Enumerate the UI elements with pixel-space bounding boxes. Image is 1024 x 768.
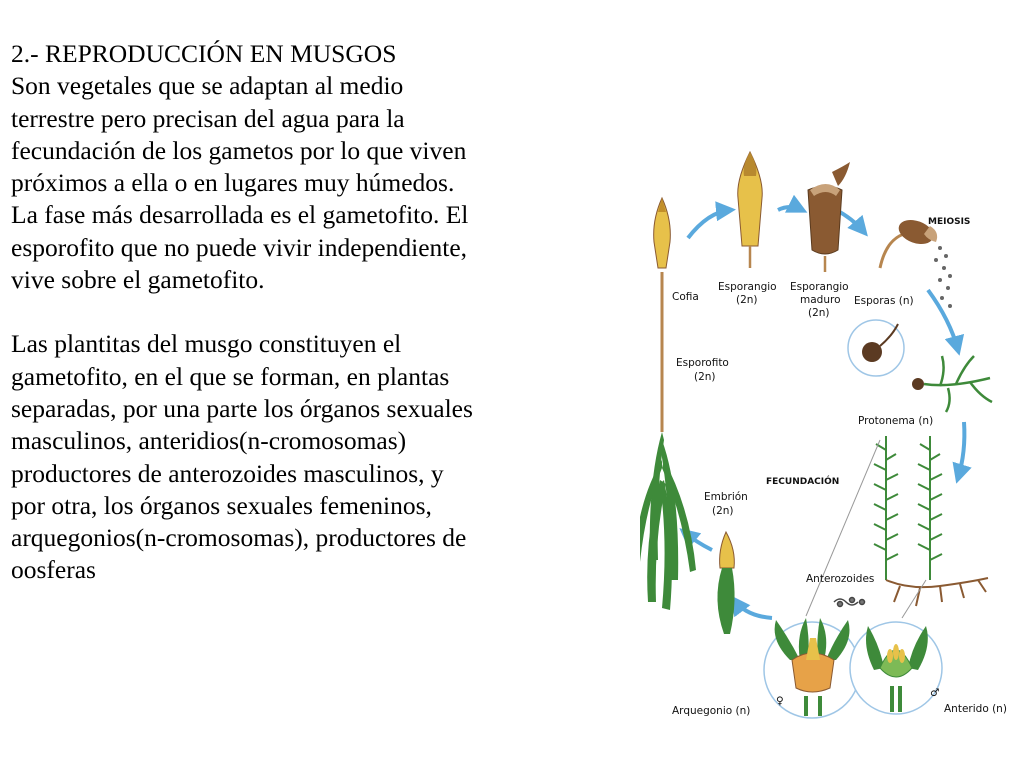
label-esporangio-maduro-2: maduro bbox=[800, 294, 841, 306]
text-line: fecundación de los gametos por lo que vi… bbox=[11, 135, 467, 165]
label-anterido: Anterido (n) bbox=[944, 703, 1007, 715]
text-line: vive sobre el gametofito. bbox=[11, 265, 265, 295]
text-line: La fase más desarrollada es el gametofit… bbox=[11, 200, 469, 230]
cofia-calyptra bbox=[658, 198, 666, 212]
text-line: gametofito, en el que se forman, en plan… bbox=[11, 361, 450, 391]
text-line: masculinos, anteridios(n-cromosomas) bbox=[11, 426, 407, 456]
label-esporofito-ploidy: (2n) bbox=[694, 371, 716, 383]
label-esporangio: Esporangio bbox=[718, 281, 777, 293]
rhizoids bbox=[885, 577, 989, 607]
esporangio-illustration bbox=[737, 150, 763, 268]
label-esporangio-maduro-1: Esporangio bbox=[790, 281, 849, 293]
label-fecundacion: FECUNDACIÓN bbox=[766, 475, 839, 487]
label-embrion: Embrión bbox=[704, 491, 748, 503]
diagram-labels: Cofia Esporangio (2n) Esporangio maduro … bbox=[672, 217, 1007, 717]
text-line: por otra, los órganos sexuales femeninos… bbox=[11, 490, 432, 520]
text-line: oosferas bbox=[11, 555, 96, 585]
gametofito-left-illustration bbox=[640, 432, 696, 610]
label-arquegonio: Arquegonio (n) bbox=[672, 705, 750, 717]
spore-germinating-illustration bbox=[847, 319, 905, 377]
arrow-arquegonio-to-embrion bbox=[730, 595, 773, 620]
label-esporangio-ploidy: (2n) bbox=[736, 294, 758, 306]
label-cofia: Cofia bbox=[672, 291, 699, 303]
text-block: 2.- REPRODUCCIÓN EN MUSGOS Son vegetales… bbox=[11, 38, 631, 587]
text-line: Son vegetales que se adaptan al medio bbox=[11, 71, 404, 101]
arrow-esporangio-to-maduro bbox=[777, 194, 808, 213]
label-esporas: Esporas (n) bbox=[854, 295, 914, 307]
label-protonema: Protonema (n) bbox=[858, 415, 933, 427]
protonema-illustration bbox=[912, 355, 993, 413]
esporangio-maduro-illustration bbox=[807, 162, 850, 272]
label-anterozoides: Anterozoides bbox=[806, 573, 874, 585]
female-symbol: ♀ bbox=[776, 695, 784, 707]
label-meiosis: MEIOSIS bbox=[928, 217, 970, 227]
text-line: separadas, por una parte los órganos sex… bbox=[11, 393, 473, 423]
text-line: arquegonios(n-cromosomas), productores d… bbox=[11, 523, 467, 553]
text-line: terrestre pero precisan del agua para la bbox=[11, 103, 405, 133]
pointer-to-anterido bbox=[901, 579, 927, 619]
text-line: productores de anterozoides masculinos, … bbox=[11, 458, 444, 488]
label-embrion-ploidy: (2n) bbox=[712, 505, 734, 517]
text-line: Las plantitas del musgo constituyen el bbox=[11, 329, 402, 359]
esporofito-illustration bbox=[653, 196, 671, 432]
embrion-illustration bbox=[717, 530, 735, 634]
label-esporangio-maduro-ploidy: (2n) bbox=[808, 307, 830, 319]
arrow-esporas-to-protonema bbox=[926, 288, 965, 356]
moss-life-cycle-diagram: Cofia Esporangio (2n) Esporangio maduro … bbox=[640, 150, 1007, 719]
label-esporofito: Esporofito bbox=[676, 357, 729, 369]
text-line: próximos a ella o en lugares muy húmedos… bbox=[11, 168, 455, 198]
male-symbol: ♂ bbox=[930, 687, 939, 699]
text-line: esporofito que no puede vivir independie… bbox=[11, 232, 468, 262]
paragraph-gap bbox=[11, 296, 631, 328]
released-spores bbox=[934, 246, 952, 308]
pointer-to-arquegonio bbox=[805, 439, 881, 617]
arrow-cofia-to-esporangio bbox=[686, 201, 736, 240]
arrow-protonema-to-gametofito bbox=[952, 421, 972, 484]
anterozoides-illustration bbox=[833, 596, 866, 608]
section-heading: 2.- REPRODUCCIÓN EN MUSGOS bbox=[11, 39, 397, 68]
meiosis-capsule-illustration bbox=[878, 219, 952, 308]
cofia-capsule bbox=[653, 196, 671, 269]
gametofito-right-illustration bbox=[805, 436, 989, 619]
anterido-illustration bbox=[849, 621, 943, 715]
